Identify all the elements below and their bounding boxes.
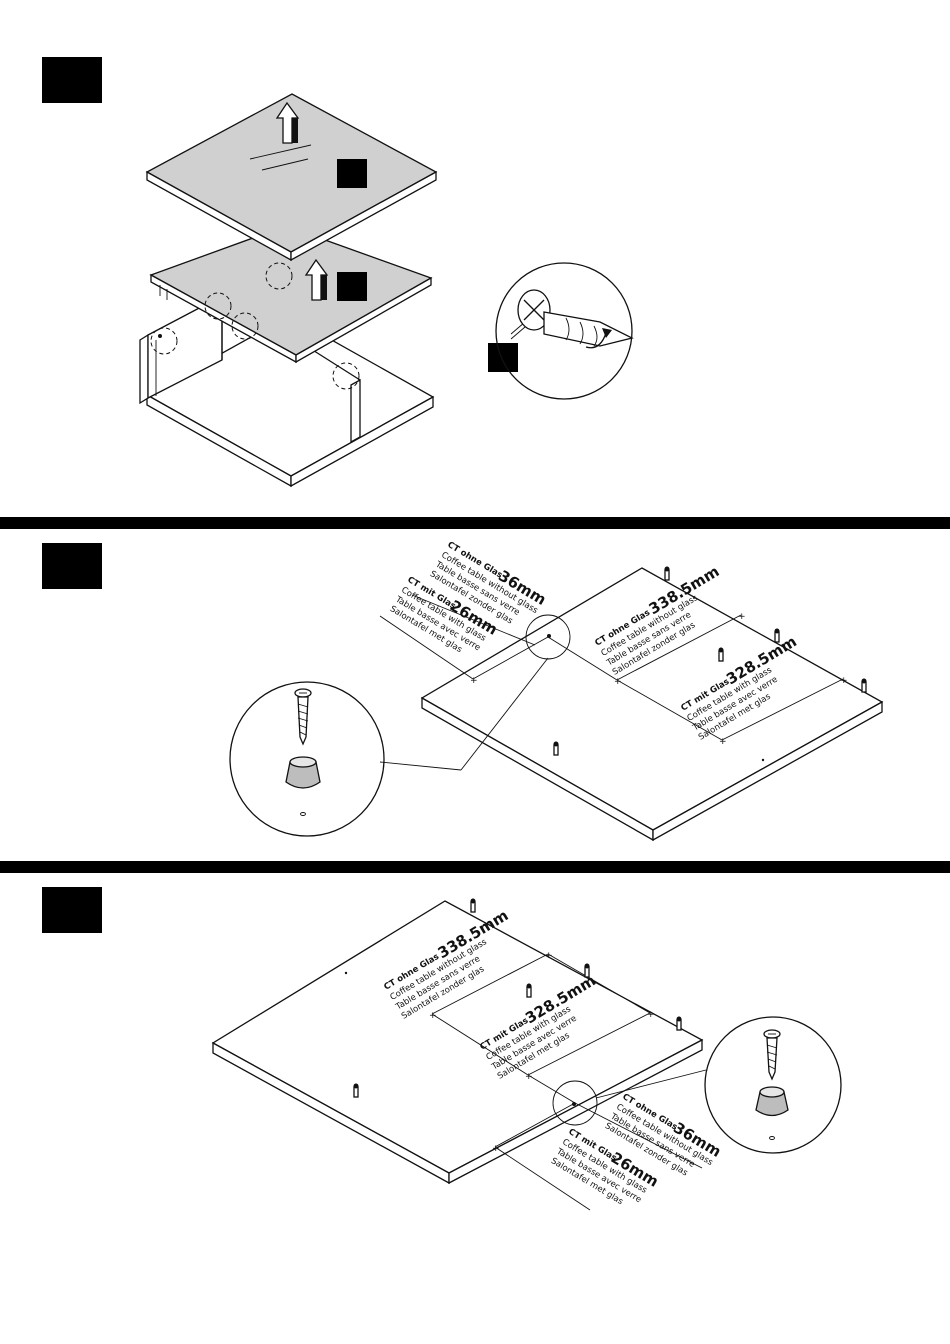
foot-position-marker <box>525 614 571 660</box>
upper-glass-panel <box>145 93 438 262</box>
dowel-peg <box>526 983 532 998</box>
section-divider <box>0 861 950 873</box>
lift-up-arrow-icon <box>275 101 300 144</box>
glass-reflection-mark <box>249 144 312 160</box>
svg-text:+: + <box>525 1072 533 1082</box>
step-1-number-badge <box>42 57 102 103</box>
step-3-number-badge <box>42 887 102 933</box>
screw-detail-callout <box>495 262 634 400</box>
svg-text:+: + <box>647 1010 655 1020</box>
dowel-peg <box>774 628 780 643</box>
svg-text:+: + <box>545 951 553 961</box>
detail-badge-lower-glass <box>337 272 367 301</box>
lift-up-arrow-icon-2 <box>304 258 329 301</box>
tabletop-panel-step2 <box>420 567 884 842</box>
svg-text:+: + <box>492 1144 500 1154</box>
svg-text:+: + <box>719 737 727 747</box>
svg-text:+: + <box>470 676 478 686</box>
felt-foot-pad <box>755 1091 789 1117</box>
foot-detail-callout <box>704 1016 842 1154</box>
rotate-arrow-icon <box>585 332 607 349</box>
lower-glass-panel <box>149 225 433 364</box>
step-2-section: + + + + + CT ohne Glas 36mm <box>42 540 884 842</box>
dowel-peg <box>718 647 724 662</box>
svg-text:+: + <box>429 1011 437 1021</box>
step-1-section <box>42 57 634 488</box>
detail-badge-upper-glass <box>337 159 367 188</box>
step-2-number-badge <box>42 543 102 589</box>
section-divider <box>0 517 950 529</box>
foot-detail-callout <box>229 681 385 837</box>
dowel-peg <box>861 678 867 693</box>
fitting-marker <box>150 327 178 355</box>
detail-badge-screw <box>488 343 518 372</box>
step-3-section: + + + + + CT ohne Glas 338.5mm <box>42 887 842 1211</box>
tabletop-panel-step3 <box>211 900 704 1185</box>
svg-text:+: + <box>840 676 848 686</box>
screw-shank <box>543 311 634 347</box>
table-frame-illustration <box>139 294 435 488</box>
felt-foot-pad <box>285 761 321 789</box>
dowel-peg <box>470 898 476 913</box>
fitting-marker <box>231 312 259 340</box>
svg-text:+: + <box>614 677 622 687</box>
dowel-peg <box>553 741 559 756</box>
fitting-marker <box>204 292 232 320</box>
fitting-marker <box>332 362 360 390</box>
dowel-peg <box>676 1016 682 1031</box>
foot-position-marker <box>552 1080 598 1126</box>
dowel-peg <box>353 1083 359 1098</box>
dowel-peg <box>584 963 590 978</box>
fitting-marker <box>265 262 293 290</box>
svg-text:+: + <box>738 612 746 622</box>
dowel-peg <box>664 566 670 581</box>
